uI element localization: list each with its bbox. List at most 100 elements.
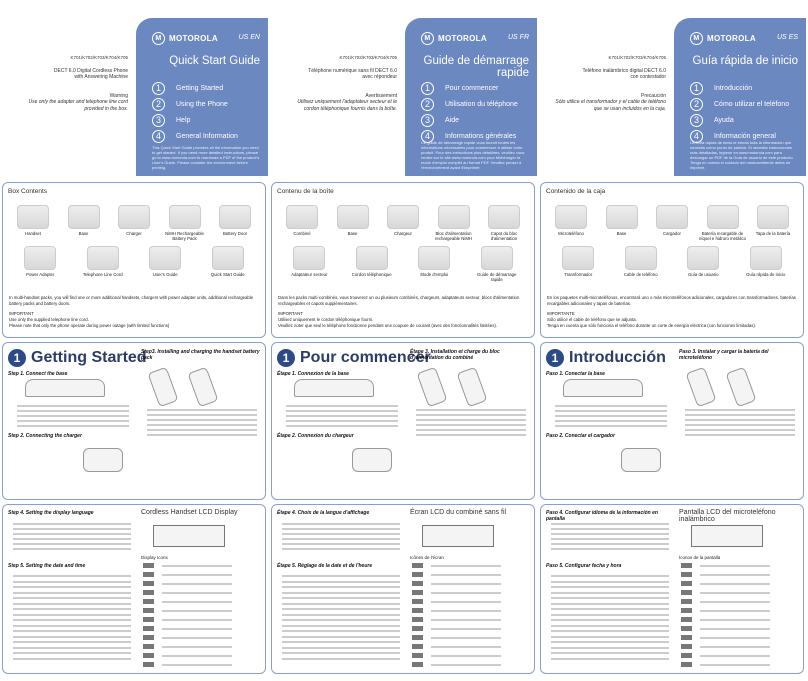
section-number: 2 — [690, 97, 703, 111]
box-item: Transformador — [554, 246, 602, 277]
display-icon-row — [412, 653, 501, 658]
box-item: Power Adapter — [16, 246, 64, 277]
section-number: 1 — [421, 81, 434, 95]
section-label: Using the Phone — [176, 100, 228, 108]
item-label: Capot du bloc d'alimentation — [490, 231, 518, 241]
instruction-line — [17, 415, 129, 417]
instruction-line — [551, 533, 669, 535]
box-item: Guide de démarrage rapide — [473, 246, 521, 282]
section-label: General Information — [176, 132, 238, 140]
item-label: Base — [78, 231, 89, 236]
display-icon-row — [681, 653, 770, 658]
instruction-line — [551, 635, 669, 638]
section-number: 3 — [690, 113, 703, 127]
display-icon-row — [143, 572, 232, 577]
step-5-heading: Étape 5. Réglage de la date et de l'heur… — [277, 563, 373, 569]
box-note: Dans les packs multi-combinés, vous trou… — [278, 295, 520, 306]
display-icon — [412, 626, 423, 631]
icon-description — [431, 618, 501, 621]
instruction-line — [282, 652, 400, 654]
display-icon-row — [412, 563, 501, 568]
icons-heading: Íconos de la pantalla — [679, 555, 721, 560]
motorola-icon: M — [690, 32, 703, 45]
display-icon — [681, 608, 692, 613]
item-label: Cable de teléfono — [623, 272, 658, 277]
instruction-line — [13, 635, 131, 638]
icon-description — [431, 591, 501, 594]
models-label: K701/K702/K703/K704/K705 — [608, 55, 666, 60]
item-label: Combiné — [293, 231, 311, 236]
warning-text: Use only the adapter and telephone line … — [28, 99, 128, 112]
icon-description — [162, 609, 232, 612]
instruction-line — [551, 528, 669, 530]
instruction-line — [551, 580, 669, 583]
step-3-heading: Étape 3. Installation et charge du bloc … — [410, 349, 500, 361]
instruction-line — [685, 409, 795, 411]
instruction-line — [551, 575, 669, 577]
product-description: Téléphone numérique sans fil DECT 6.0 av… — [308, 67, 397, 81]
instruction-line — [282, 602, 400, 605]
step-1-heading: Paso 1. Conectar la base — [546, 371, 605, 377]
item-image — [149, 246, 182, 270]
item-image — [437, 205, 470, 229]
display-icon-row — [143, 662, 232, 667]
item-label: User's Guide — [152, 272, 178, 277]
product-description: Teléfono inalámbrico digital DECT 6.0 co… — [582, 67, 666, 81]
box-item: Chargeur — [379, 205, 427, 241]
language-badge: US EN — [238, 34, 260, 41]
box-item: NiMH Rechargeable Battery Pack — [161, 205, 209, 241]
box-item: Base — [598, 205, 646, 241]
step-2-heading: Étape 2. Connexion du chargeur — [277, 433, 354, 439]
icon-description — [431, 609, 501, 612]
icon-description — [700, 582, 770, 585]
icon-description — [162, 573, 232, 576]
instruction-line — [416, 429, 526, 431]
section-label: Aide — [445, 116, 460, 124]
instruction-line — [282, 591, 400, 594]
item-label: Adaptateur secteur — [291, 272, 328, 277]
icon-description — [162, 564, 232, 567]
instruction-line — [147, 424, 257, 426]
instruction-line — [286, 420, 398, 422]
step-4-heading: Paso 4. Configurar idioma de la informac… — [546, 510, 658, 522]
box-item: Microteléfono — [547, 205, 595, 241]
icon-description — [162, 591, 232, 594]
display-icon — [412, 572, 423, 577]
step-4-heading: Step 4. Setting the display language — [8, 510, 94, 516]
item-image — [749, 246, 782, 270]
instruction-line — [551, 613, 669, 616]
instruction-line — [282, 641, 400, 643]
box-item: Bloc d'alimentation rechargeable NiMH — [430, 205, 478, 241]
icon-description — [162, 600, 232, 603]
display-icon — [681, 635, 692, 640]
section-number: 3 — [421, 113, 434, 127]
language-badge: US ES — [776, 34, 798, 41]
display-icon — [412, 617, 423, 622]
section-number: 4 — [690, 129, 703, 143]
important-heading: IMPORTANTE — [547, 311, 575, 316]
item-label: NiMH Rechargeable Battery Pack — [165, 231, 204, 241]
item-label: Tapa de la batería — [755, 231, 791, 236]
charger-image — [83, 448, 123, 472]
lcd-panel: Paso 4. Configurar idioma de la informac… — [540, 504, 804, 674]
instruction-line — [551, 543, 669, 545]
section-label: Informations générales — [445, 132, 517, 140]
display-icon — [143, 635, 154, 640]
warning-heading: Avertissement — [365, 92, 397, 99]
instruction-line — [685, 434, 795, 436]
instruction-line — [282, 586, 400, 588]
instruction-line — [282, 624, 400, 627]
lcd-title: Écran LCD du combiné sans fil — [410, 509, 507, 516]
box-item: Handset — [9, 205, 57, 241]
instruction-line — [551, 641, 669, 643]
instruction-line — [282, 657, 400, 660]
